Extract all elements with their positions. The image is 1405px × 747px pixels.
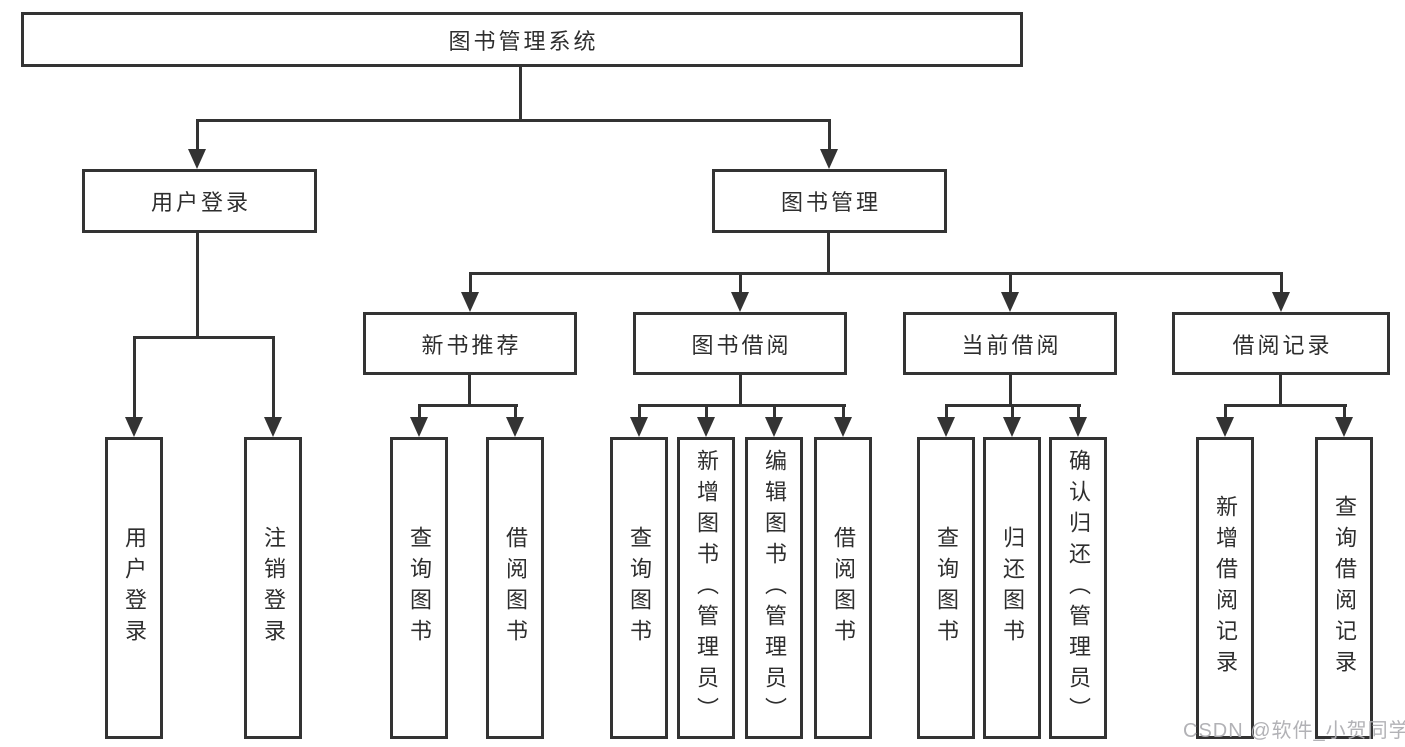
- edge-book-borrow-stem: [739, 375, 742, 407]
- node-user-login-label: 用户登录: [150, 190, 251, 215]
- arrowhead-bb-edit: [765, 417, 783, 437]
- leaf-newbook-query-books: 查询图书: [390, 437, 448, 739]
- edge-cb-confirm-drop: [1077, 404, 1080, 420]
- edge-current-borrow-stem: [1009, 375, 1012, 407]
- arrowhead-book-borrow: [731, 292, 749, 312]
- node-book-borrow-label: 图书借阅: [691, 332, 792, 358]
- edge-nb-query-drop: [418, 404, 421, 420]
- arrowhead-cb-return: [1003, 417, 1021, 437]
- edge-bb-edit-drop: [773, 404, 776, 420]
- leaf-newbook-borrow-books: 借阅图书: [486, 437, 544, 739]
- edge-borrow-record-stem: [1279, 375, 1282, 407]
- leaf-record-query-borrow-record: 查询借阅记录: [1315, 437, 1373, 739]
- leaf-current-return-books: 归还图书: [983, 437, 1041, 739]
- leaf-record-query-borrow-record-label: 查询借阅记录: [1332, 495, 1357, 681]
- leaf-borrow-query-books-label: 查询图书: [627, 526, 652, 650]
- node-current-borrow-label: 当前借阅: [961, 332, 1062, 358]
- edge-leaf-login-drop: [133, 336, 136, 420]
- edge-bb-borrow-drop: [842, 404, 845, 420]
- node-new-book-recommend-label: 新书推荐: [421, 332, 522, 358]
- leaf-borrow-add-books-admin: 新增图书（管理员）: [677, 437, 735, 739]
- node-root-label: 图书管理系统: [448, 28, 599, 54]
- arrowhead-br-query: [1335, 417, 1353, 437]
- arrowhead-current-borrow: [1001, 292, 1019, 312]
- edge-leaf-logout-drop: [272, 336, 275, 420]
- node-user-login: 用户登录: [82, 169, 317, 233]
- arrowhead-br-add: [1216, 417, 1234, 437]
- edge-book-borrow-rail: [638, 404, 846, 407]
- leaf-borrow-borrow-books-label: 借阅图书: [831, 526, 856, 650]
- arrowhead-bb-add: [697, 417, 715, 437]
- edge-borrow-record-drop: [1280, 272, 1283, 296]
- arrowhead-borrow-record: [1272, 292, 1290, 312]
- edge-user-login-drop: [196, 119, 199, 153]
- edge-cb-return-drop: [1011, 404, 1014, 420]
- node-book-borrow: 图书借阅: [633, 312, 847, 375]
- edge-br-query-drop: [1343, 404, 1346, 420]
- edge-level2-rail: [196, 119, 831, 122]
- leaf-user-login-label: 用户登录: [122, 526, 147, 650]
- arrowhead-bb-query: [630, 417, 648, 437]
- arrowhead-user-login: [188, 149, 206, 169]
- arrowhead-nb-borrow: [506, 417, 524, 437]
- leaf-newbook-query-books-label: 查询图书: [407, 526, 432, 650]
- arrowhead-book-management: [820, 149, 838, 169]
- leaf-borrow-edit-books-admin: 编辑图书（管理员）: [745, 437, 803, 739]
- leaf-logout-label: 注销登录: [261, 526, 286, 650]
- edge-br-add-drop: [1224, 404, 1227, 420]
- edge-user-login-stem: [196, 233, 199, 339]
- leaf-borrow-edit-books-admin-label: 编辑图书（管理员）: [762, 448, 787, 728]
- leaf-current-confirm-return-admin-label: 确认归还（管理员）: [1066, 448, 1091, 728]
- csdn-watermark: CSDN @软件_小贺同学: [1183, 720, 1405, 742]
- node-borrow-record-label: 借阅记录: [1232, 332, 1333, 358]
- node-current-borrow: 当前借阅: [903, 312, 1117, 375]
- arrowhead-nb-query: [410, 417, 428, 437]
- leaf-current-query-books: 查询图书: [917, 437, 975, 739]
- edge-bb-add-drop: [705, 404, 708, 420]
- edge-book-management-drop: [828, 119, 831, 153]
- edge-root-stem: [519, 67, 522, 121]
- edge-bb-query-drop: [638, 404, 641, 420]
- arrowhead-new-book: [461, 292, 479, 312]
- edge-nb-borrow-drop: [514, 404, 517, 420]
- node-root: 图书管理系统: [21, 12, 1023, 67]
- leaf-borrow-query-books: 查询图书: [610, 437, 668, 739]
- edge-book-borrow-drop: [739, 272, 742, 296]
- edge-new-book-drop: [469, 272, 472, 296]
- edge-user-login-rail: [133, 336, 275, 339]
- node-borrow-record: 借阅记录: [1172, 312, 1390, 375]
- arrowhead-bb-borrow: [834, 417, 852, 437]
- leaf-record-add-borrow-record-label: 新增借阅记录: [1213, 495, 1238, 681]
- node-book-management-label: 图书管理: [780, 190, 881, 215]
- edge-book-management-stem: [827, 233, 830, 275]
- node-new-book-recommend: 新书推荐: [363, 312, 577, 375]
- leaf-borrow-add-books-admin-label: 新增图书（管理员）: [694, 448, 719, 728]
- edge-level3-rail: [469, 272, 1283, 275]
- arrowhead-cb-confirm: [1069, 417, 1087, 437]
- leaf-record-add-borrow-record: 新增借阅记录: [1196, 437, 1254, 739]
- node-book-management: 图书管理: [712, 169, 947, 233]
- arrowhead-leaf-login: [125, 417, 143, 437]
- edge-borrow-record-rail: [1224, 404, 1347, 407]
- arrowhead-cb-query: [937, 417, 955, 437]
- edge-cb-query-drop: [945, 404, 948, 420]
- edge-new-book-rail: [418, 404, 518, 407]
- edge-current-borrow-drop: [1009, 272, 1012, 296]
- arrowhead-leaf-logout: [264, 417, 282, 437]
- leaf-newbook-borrow-books-label: 借阅图书: [503, 526, 528, 650]
- leaf-current-return-books-label: 归还图书: [1000, 526, 1025, 650]
- leaf-current-confirm-return-admin: 确认归还（管理员）: [1049, 437, 1107, 739]
- leaf-user-login: 用户登录: [105, 437, 163, 739]
- leaf-current-query-books-label: 查询图书: [934, 526, 959, 650]
- leaf-borrow-borrow-books: 借阅图书: [814, 437, 872, 739]
- leaf-logout: 注销登录: [244, 437, 302, 739]
- edge-new-book-stem: [468, 375, 471, 407]
